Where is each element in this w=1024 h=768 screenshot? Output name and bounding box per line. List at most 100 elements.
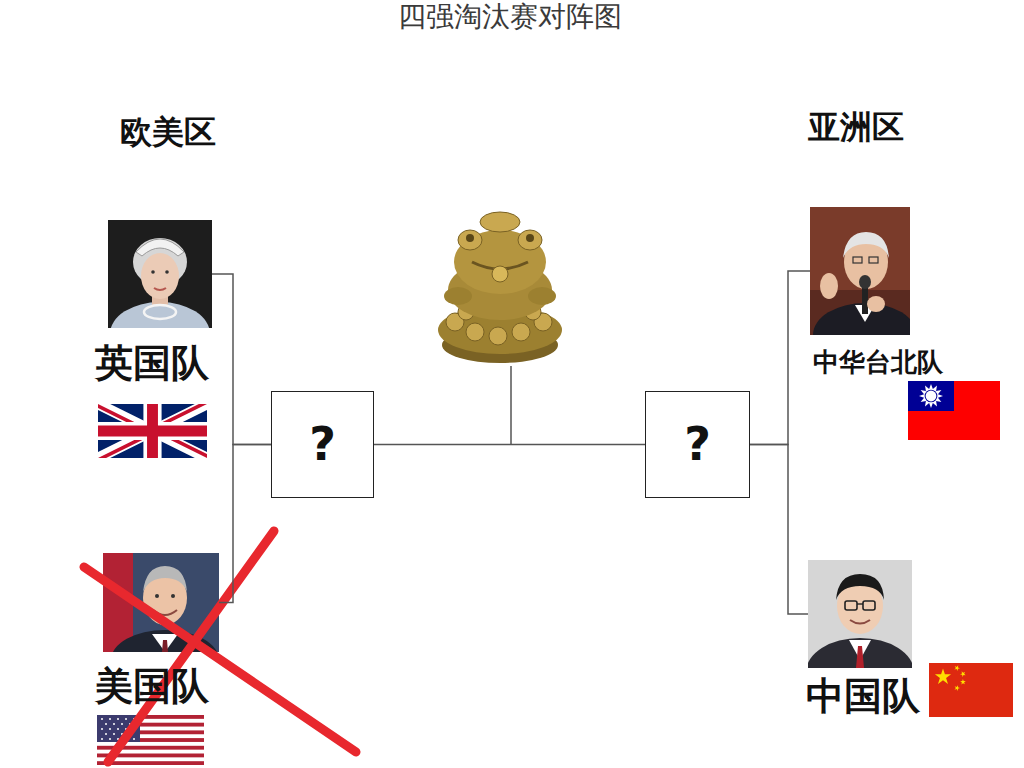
portrait-photo [151, 270, 155, 274]
us-flag [125, 718, 127, 720]
portrait-photo [843, 232, 889, 258]
union-flag [98, 404, 207, 458]
portrait-photo [171, 594, 175, 598]
result-box: ? [645, 391, 750, 498]
prc-flag [960, 678, 967, 685]
union-flag [98, 404, 207, 458]
roc-flag [926, 391, 937, 402]
golden-toad-trophy [466, 323, 484, 341]
union-flag [98, 404, 207, 458]
us-flag [117, 718, 119, 720]
portrait-photo [165, 270, 169, 274]
golden-toad-trophy [438, 212, 562, 363]
bracket-line [374, 444, 645, 446]
team-entry: 中华台北队 [810, 207, 910, 335]
portrait-photo [152, 634, 178, 652]
golden-toad-trophy [480, 212, 520, 232]
elimination-cross [108, 531, 274, 762]
golden-toad-trophy [526, 234, 534, 242]
roc-flag [908, 381, 954, 411]
portrait-photo [857, 603, 863, 604]
roc-flag [925, 390, 938, 403]
portrait-photo [162, 640, 168, 652]
portrait-photo [845, 601, 857, 610]
portrait-photo [136, 239, 184, 256]
trophy-stem [511, 366, 512, 444]
portrait-photo [141, 253, 179, 299]
us-flag [113, 723, 115, 725]
portrait-photo [144, 305, 176, 319]
portrait-photo [820, 273, 838, 299]
team-name: 中国队 [806, 676, 920, 718]
us-flag [133, 738, 135, 740]
golden-toad-trophy [528, 287, 556, 305]
portrait-photo [810, 207, 917, 367]
region-label: 欧美区 [120, 115, 216, 150]
portrait-photo [859, 275, 871, 289]
team-name: 中华台北队 [813, 348, 943, 377]
portrait-photo [867, 296, 885, 312]
us-flag [109, 738, 111, 740]
union-flag [98, 404, 207, 458]
portrait-photo [143, 566, 187, 592]
us-flag [121, 723, 123, 725]
golden-toad-trophy [492, 266, 508, 282]
us-flag [109, 718, 111, 720]
portrait-photo [856, 646, 864, 668]
portrait-photo [863, 601, 875, 610]
prc-flag [935, 669, 951, 684]
prc-flag [959, 670, 967, 678]
bracket-line [219, 445, 271, 603]
portrait-photo [869, 257, 878, 263]
golden-toad-trophy [454, 230, 546, 294]
trophy-stem [510, 366, 512, 444]
unknown-winner: ? [684, 419, 711, 470]
result-box: ? [271, 391, 374, 498]
golden-toad-trophy [512, 323, 530, 341]
team-name: 英国队 [95, 343, 209, 385]
union-flag [98, 404, 207, 458]
unknown-winner: ? [309, 419, 336, 470]
team-entry: 美国队 [103, 553, 219, 652]
team-entry: 英国队 [108, 220, 212, 328]
union-flag [98, 404, 207, 458]
bracket-line [750, 271, 810, 445]
roc-flag [919, 384, 943, 408]
us-flag [113, 733, 115, 735]
team-name: 美国队 [95, 666, 209, 708]
golden-toad-trophy [458, 230, 482, 250]
us-flag [105, 733, 107, 735]
roc-flag [919, 384, 943, 408]
elimination-cross [84, 567, 356, 752]
elimination-cross [84, 531, 356, 762]
golden-toad-trophy [466, 234, 474, 242]
prc-flag [953, 684, 960, 691]
portrait-photo [155, 594, 159, 598]
prc-flag [953, 664, 960, 671]
portrait-photo [810, 207, 917, 367]
portrait-photo [853, 257, 862, 263]
portrait-photo [836, 574, 884, 600]
portrait-photo [154, 288, 166, 290]
union-flag [98, 404, 207, 458]
prc-flag [929, 663, 1013, 717]
bracket-line [750, 445, 808, 615]
us-flag [101, 738, 103, 740]
diagram-title: 四强淘汰赛对阵图 [398, 2, 622, 33]
us-flag [105, 723, 107, 725]
team-entry: 中国队 [808, 560, 912, 668]
golden-toad-trophy [489, 327, 507, 345]
bracket-line [212, 274, 271, 445]
roc-flag [908, 381, 1000, 440]
prc-flag [929, 663, 1013, 717]
roc-flag [908, 381, 1000, 440]
golden-toad-trophy [518, 230, 542, 250]
us-flag [109, 728, 111, 730]
union-flag [98, 404, 207, 458]
portrait-photo [850, 620, 870, 624]
us-flag [101, 728, 103, 730]
us-flag [117, 728, 119, 730]
us-flag [101, 718, 103, 720]
region-label: 亚洲区 [808, 110, 904, 145]
